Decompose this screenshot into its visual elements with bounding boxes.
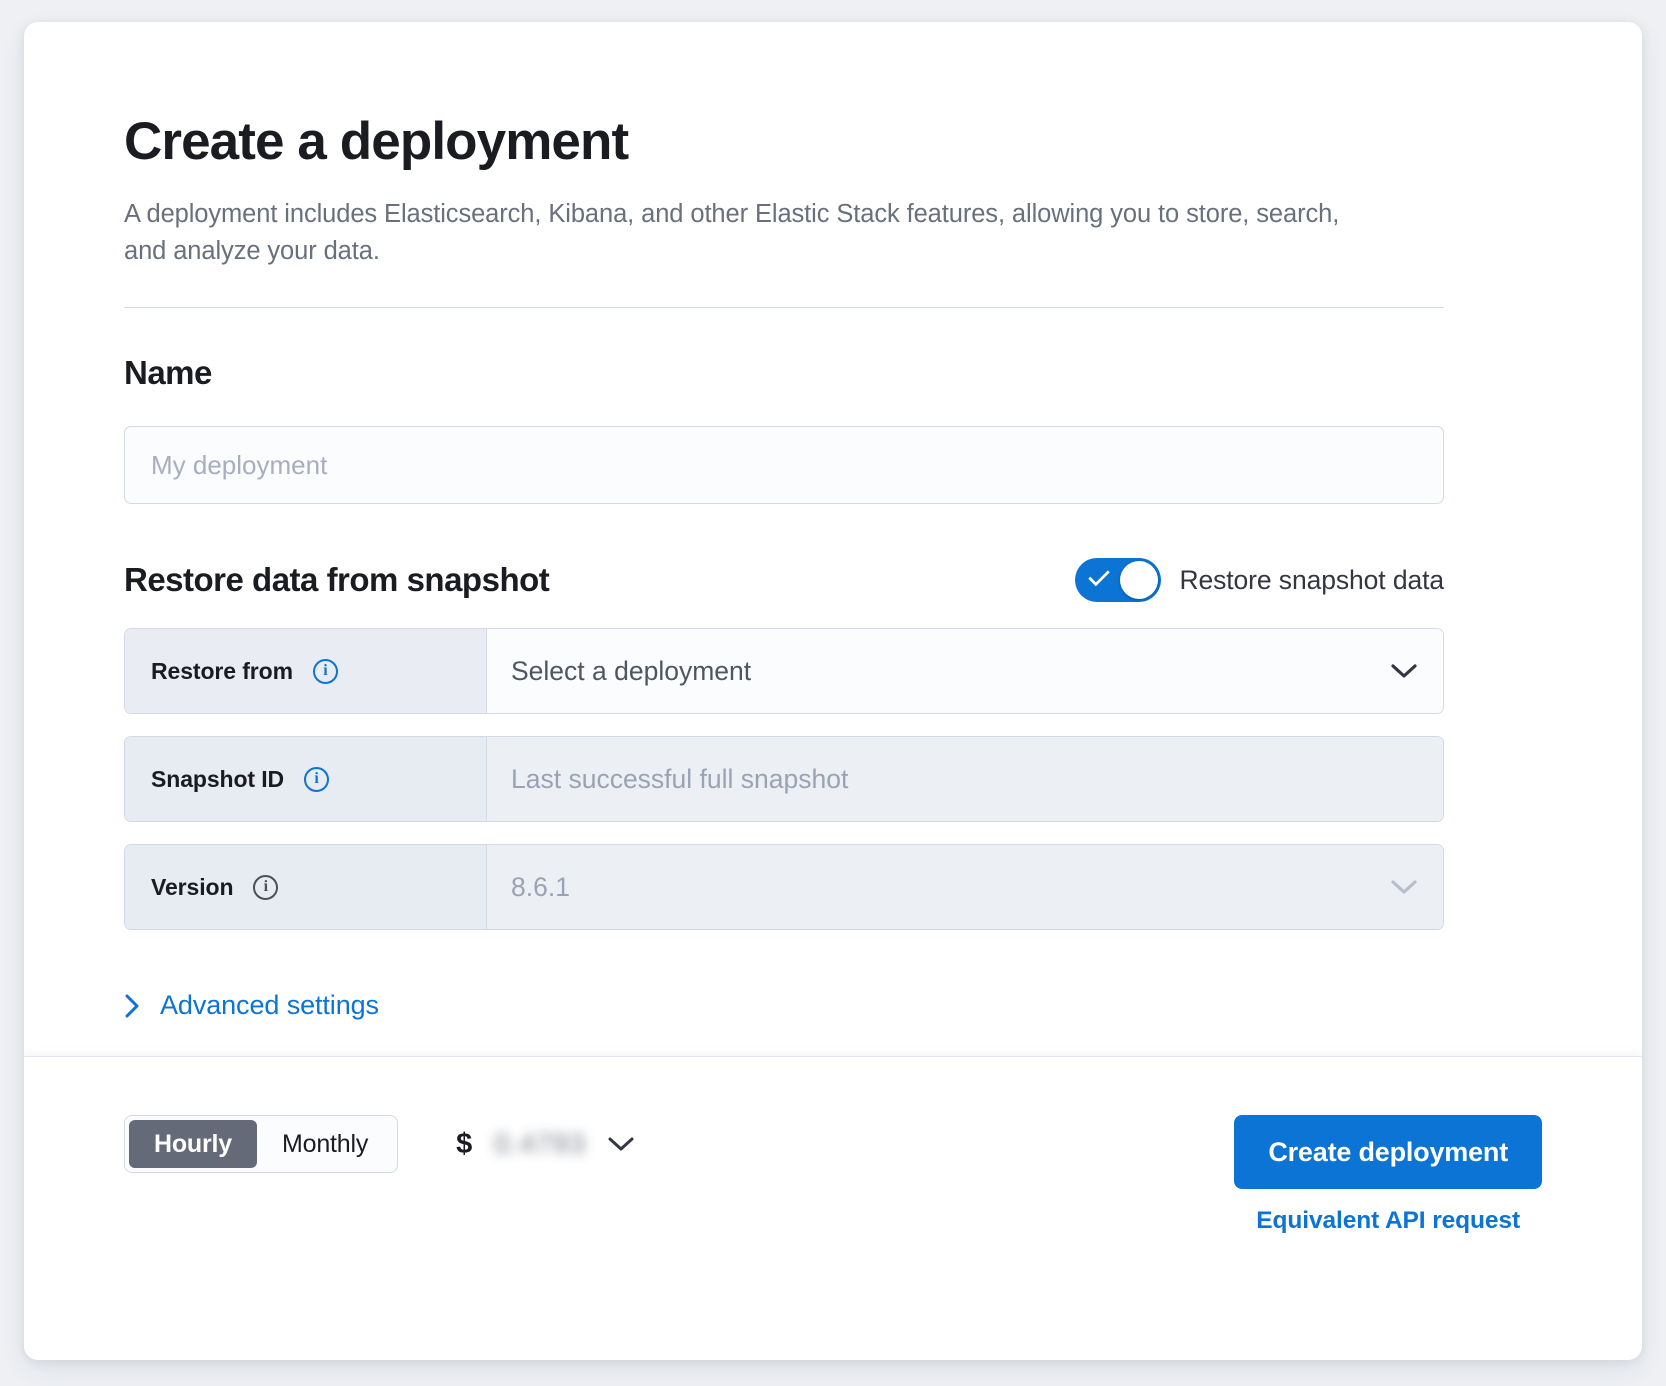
- create-deployment-card: Create a deployment A deployment include…: [24, 22, 1642, 1360]
- name-heading: Name: [124, 354, 212, 392]
- restore-from-select[interactable]: Select a deployment: [487, 629, 1443, 714]
- price-display[interactable]: $ 0.4793: [456, 1128, 634, 1161]
- info-icon[interactable]: i: [304, 766, 330, 792]
- currency-symbol: $: [456, 1127, 473, 1160]
- footer-left-group: Hourly Monthly $ 0.4793: [124, 1115, 634, 1173]
- version-value: 8.6.1: [511, 871, 570, 902]
- restore-from-label-prepend: Restore from i: [125, 629, 487, 714]
- deployment-name-placeholder: My deployment: [151, 449, 328, 480]
- footer-bar: Hourly Monthly $ 0.4793 Create deploymen…: [24, 1056, 1642, 1360]
- form-body: Create a deployment A deployment include…: [24, 22, 1642, 1056]
- restore-from-label: Restore from: [151, 657, 293, 684]
- toggle-knob: [1120, 561, 1159, 600]
- advanced-settings-label: Advanced settings: [160, 990, 379, 1021]
- restore-snapshot-toggle-group[interactable]: Restore snapshot data: [1075, 558, 1444, 603]
- snapshot-id-label-prepend: Snapshot ID i: [125, 737, 487, 822]
- chevron-down-icon: [1391, 664, 1417, 679]
- billing-option-hourly[interactable]: Hourly: [129, 1120, 257, 1168]
- restore-snapshot-toggle[interactable]: [1075, 558, 1162, 603]
- restore-from-row[interactable]: Restore from i Select a deployment: [124, 628, 1444, 715]
- snapshot-id-value: Last successful full snapshot: [511, 763, 849, 794]
- billing-option-monthly[interactable]: Monthly: [281, 1129, 369, 1158]
- snapshot-id-label: Snapshot ID: [151, 765, 285, 792]
- snapshot-header-row: Restore data from snapshot Restore snaps…: [124, 558, 1444, 603]
- check-icon: [1088, 564, 1111, 587]
- info-icon[interactable]: i: [253, 874, 279, 900]
- info-icon[interactable]: i: [312, 658, 338, 684]
- chevron-down-icon[interactable]: [608, 1137, 634, 1152]
- snapshot-id-input[interactable]: Last successful full snapshot: [487, 737, 1443, 822]
- header-divider: [124, 307, 1444, 309]
- chevron-down-icon: [1391, 880, 1417, 895]
- snapshot-id-row[interactable]: Snapshot ID i Last successful full snaps…: [124, 736, 1444, 823]
- page-subtitle: A deployment includes Elasticsearch, Kib…: [124, 199, 1340, 266]
- price-amount: 0.4793: [494, 1128, 586, 1159]
- version-label-prepend: Version i: [125, 845, 487, 930]
- equivalent-api-request-link[interactable]: Equivalent API request: [1256, 1207, 1521, 1234]
- deployment-name-input[interactable]: My deployment: [124, 426, 1444, 505]
- version-row[interactable]: Version i 8.6.1: [124, 844, 1444, 931]
- version-label: Version: [151, 873, 234, 900]
- snapshot-form-rows: Restore from i Select a deployment S: [124, 628, 1444, 931]
- version-select[interactable]: 8.6.1: [487, 845, 1443, 930]
- chevron-right-icon: [124, 993, 140, 1019]
- create-deployment-button[interactable]: Create deployment: [1234, 1115, 1542, 1189]
- restore-from-value: Select a deployment: [511, 655, 752, 686]
- footer-right-group: Create deployment Equivalent API request: [1234, 1115, 1542, 1235]
- advanced-settings-link[interactable]: Advanced settings: [124, 990, 379, 1021]
- snapshot-heading: Restore data from snapshot: [124, 561, 550, 599]
- billing-period-toggle[interactable]: Hourly Monthly: [124, 1115, 399, 1173]
- page-title: Create a deployment: [124, 112, 629, 171]
- name-section: Name My deployment: [124, 354, 1444, 505]
- restore-snapshot-toggle-label: Restore snapshot data: [1179, 564, 1444, 595]
